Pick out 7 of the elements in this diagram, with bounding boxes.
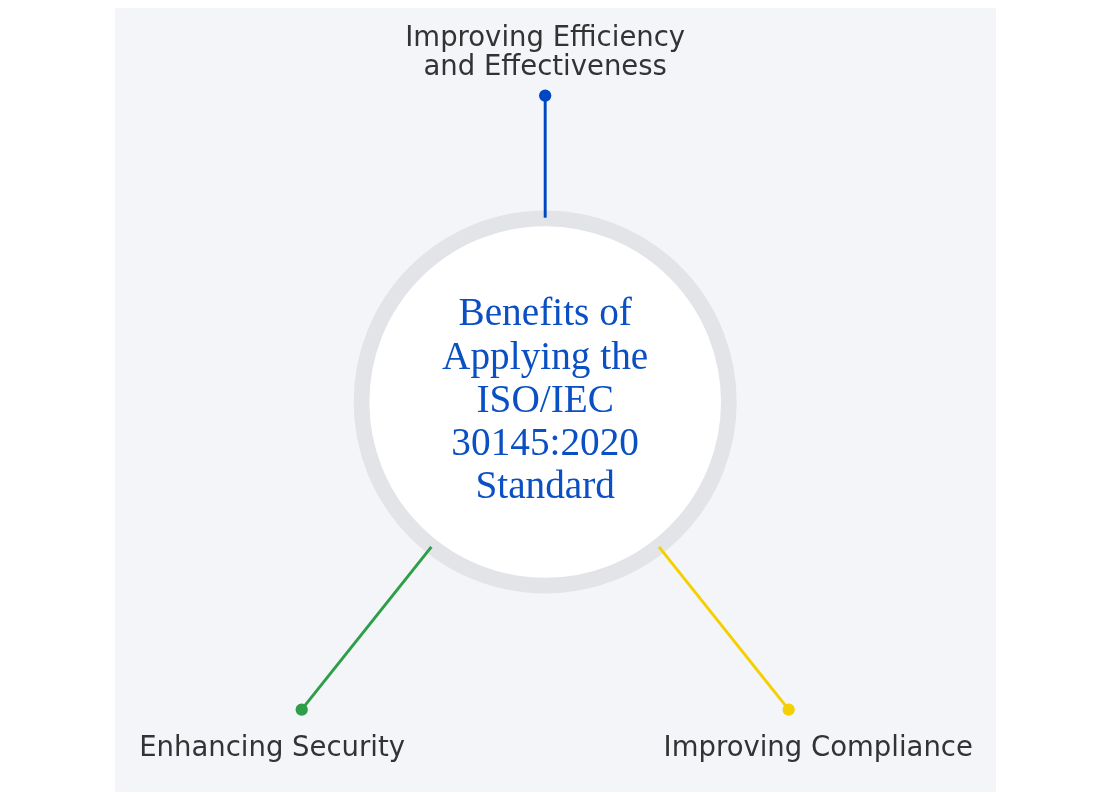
node-text: Improving Compliance bbox=[663, 729, 973, 762]
node-text: Improving Efficiency and Effectiveness bbox=[405, 19, 686, 82]
connector bbox=[295, 545, 433, 716]
connector bbox=[539, 89, 552, 218]
node-text: Enhancing Security bbox=[139, 729, 406, 762]
connector bbox=[657, 545, 795, 716]
node-circle: Benefits of Applying the ISO/IEC 30145:2020 Standard bbox=[353, 210, 737, 594]
